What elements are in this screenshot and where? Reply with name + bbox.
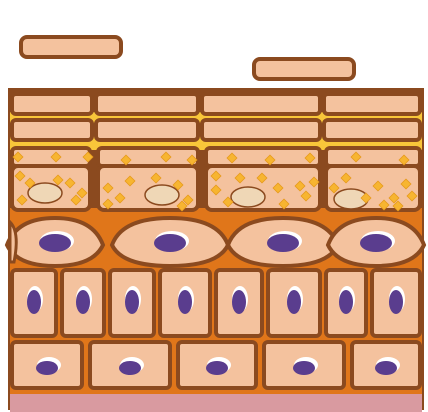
cornified-cell [202, 94, 320, 114]
nucleus [375, 361, 397, 375]
nucleus [154, 234, 186, 252]
nucleus [27, 290, 41, 314]
basement-membrane [10, 392, 422, 412]
granular-layer [12, 148, 420, 211]
cornified-cell [12, 94, 92, 114]
nucleus [360, 234, 392, 252]
nucleus [119, 361, 141, 375]
nucleus [232, 290, 246, 314]
cornified-cell [324, 94, 420, 114]
nucleus [36, 361, 58, 375]
basal-layer [12, 270, 420, 336]
cornified-cell [202, 120, 320, 140]
nucleus [339, 290, 353, 314]
cornified-cell [324, 120, 420, 140]
cornified-cell [12, 120, 92, 140]
flake-cell [21, 37, 121, 57]
nucleus [389, 290, 403, 314]
nucleus [267, 234, 299, 252]
flake-cell [254, 59, 354, 79]
ghost-nucleus [28, 183, 62, 203]
ghost-nucleus [231, 187, 265, 207]
granular-cell-thin [206, 148, 320, 166]
spinous-cell-edge [10, 222, 16, 262]
nucleus [76, 290, 90, 314]
cornified-cell [96, 120, 198, 140]
nucleus [293, 361, 315, 375]
nucleus [287, 290, 301, 314]
granular-cell-thin [98, 148, 198, 166]
ghost-nucleus [145, 185, 179, 205]
cornified-layer [10, 94, 422, 150]
nucleus [206, 361, 228, 375]
lower-basal-layer [12, 342, 420, 388]
nucleus [125, 290, 139, 314]
nucleus [39, 234, 71, 252]
cornified-cell [96, 94, 198, 114]
nucleus [178, 290, 192, 314]
